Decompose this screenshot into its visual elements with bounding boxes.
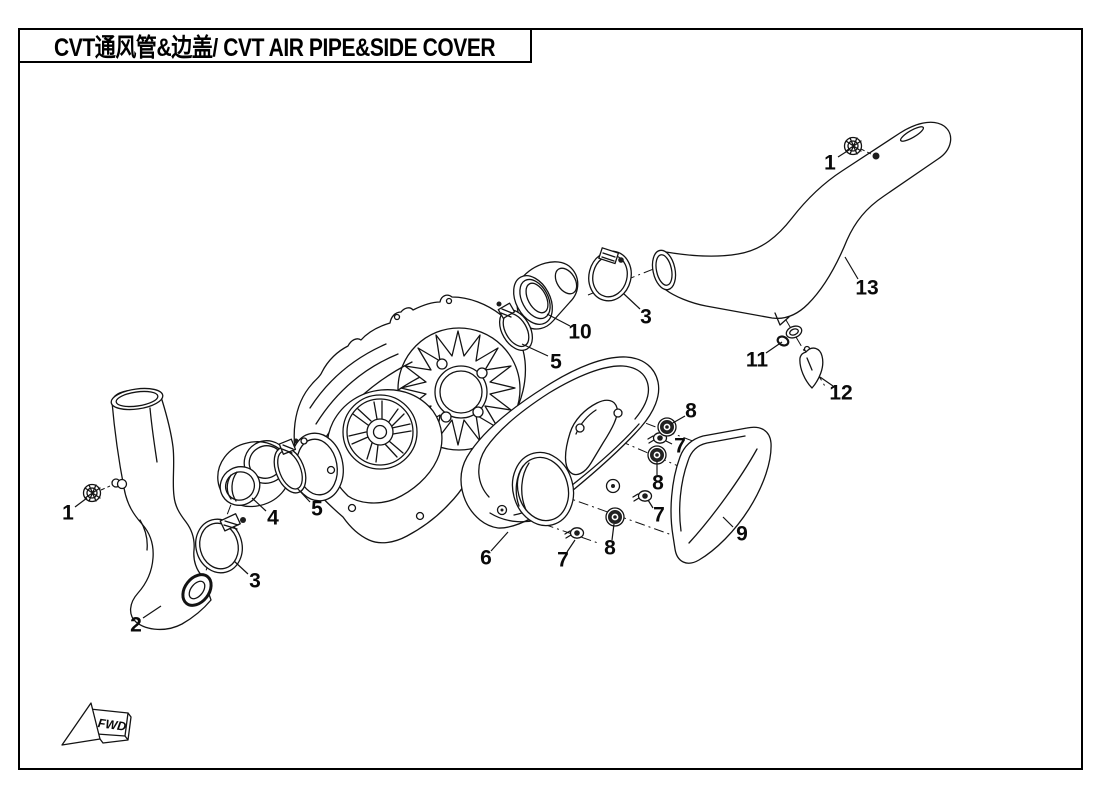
- drawing-border: [18, 28, 1083, 770]
- intake-duct: [110, 387, 213, 631]
- page-title: CVT通风管&边盖/ CVT AIR PIPE&SIDE COVER: [54, 33, 496, 62]
- nut-front: [82, 478, 128, 503]
- cvt-air-pipe: [651, 121, 952, 326]
- title-box: CVT通风管&边盖/ CVT AIR PIPE&SIDE COVER: [18, 28, 532, 63]
- side-panel: [670, 426, 772, 564]
- cvt-side-cover: [460, 356, 660, 529]
- leader-lines: [74, 149, 859, 619]
- grommet: [647, 445, 667, 465]
- band-clamp-left: [273, 438, 307, 494]
- grommet: [605, 507, 625, 527]
- crankcase-plate: [326, 389, 443, 504]
- band-clamp-right: [496, 301, 534, 351]
- rubber-adapter: [217, 440, 291, 508]
- hose-clamp-left: [195, 513, 246, 574]
- bolt: [632, 490, 653, 502]
- fwd-label: FWD: [97, 716, 127, 734]
- hose-clamp-right: [588, 247, 632, 302]
- nut-rear: [843, 136, 880, 160]
- grommet: [657, 417, 677, 437]
- spoked-wheel: [342, 394, 418, 470]
- drain-plug: [799, 345, 824, 389]
- fwd-arrow: FWD: [61, 702, 132, 746]
- wire-clip: [776, 325, 803, 347]
- bolt: [564, 527, 585, 539]
